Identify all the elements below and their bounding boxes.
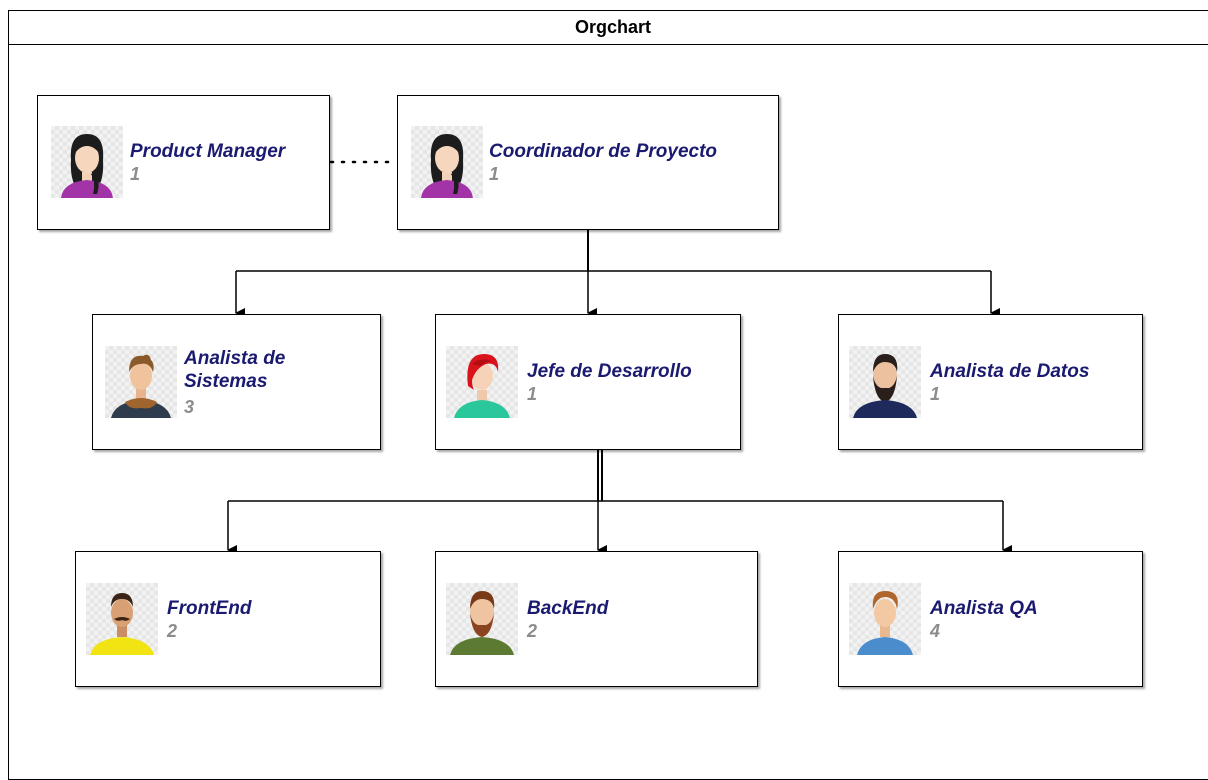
node-coordinador-proyecto[interactable]: Coordinador de Proyecto 1 [397,95,779,230]
node-role: Analista de Datos [930,361,1090,382]
node-role: FrontEnd [167,598,252,619]
diagram-title: Orgchart [9,11,1208,45]
man-blue-shirt-icon [849,583,921,655]
node-role: BackEnd [527,598,609,619]
node-count: 1 [130,164,141,184]
node-product-manager[interactable]: Product Manager 1 [37,95,330,230]
node-count: 1 [527,384,538,404]
node-count: 4 [930,621,941,641]
node-role: Analista de Sistemas [184,348,286,392]
node-analista-datos[interactable]: Analista de Datos 1 [838,314,1143,450]
node-role: Jefe de Desarrollo [527,361,692,382]
man-mustache-icon [86,583,158,655]
node-backend[interactable]: BackEnd 2 [435,551,758,687]
man-beard-dark-icon [849,346,921,418]
man-beard-red-icon [446,583,518,655]
man-scarf-icon [105,346,177,418]
node-analista-qa[interactable]: Analista QA 4 [838,551,1143,687]
node-count: 2 [167,621,178,641]
node-jefe-desarrollo[interactable]: Jefe de Desarrollo 1 [435,314,741,450]
node-count: 2 [527,621,538,641]
node-frontend[interactable]: FrontEnd 2 [75,551,381,687]
node-count: 1 [489,164,500,184]
node-analista-sistemas[interactable]: Analista de Sistemas 3 [92,314,381,450]
node-role: Analista QA [930,598,1038,619]
woman-ponytail-icon [51,126,123,198]
node-role: Coordinador de Proyecto [489,141,718,162]
node-count: 1 [930,384,941,404]
node-count: 3 [184,397,195,417]
woman-ponytail-icon [411,126,483,198]
woman-red-hair-icon [446,346,518,418]
node-role: Product Manager [130,141,286,162]
